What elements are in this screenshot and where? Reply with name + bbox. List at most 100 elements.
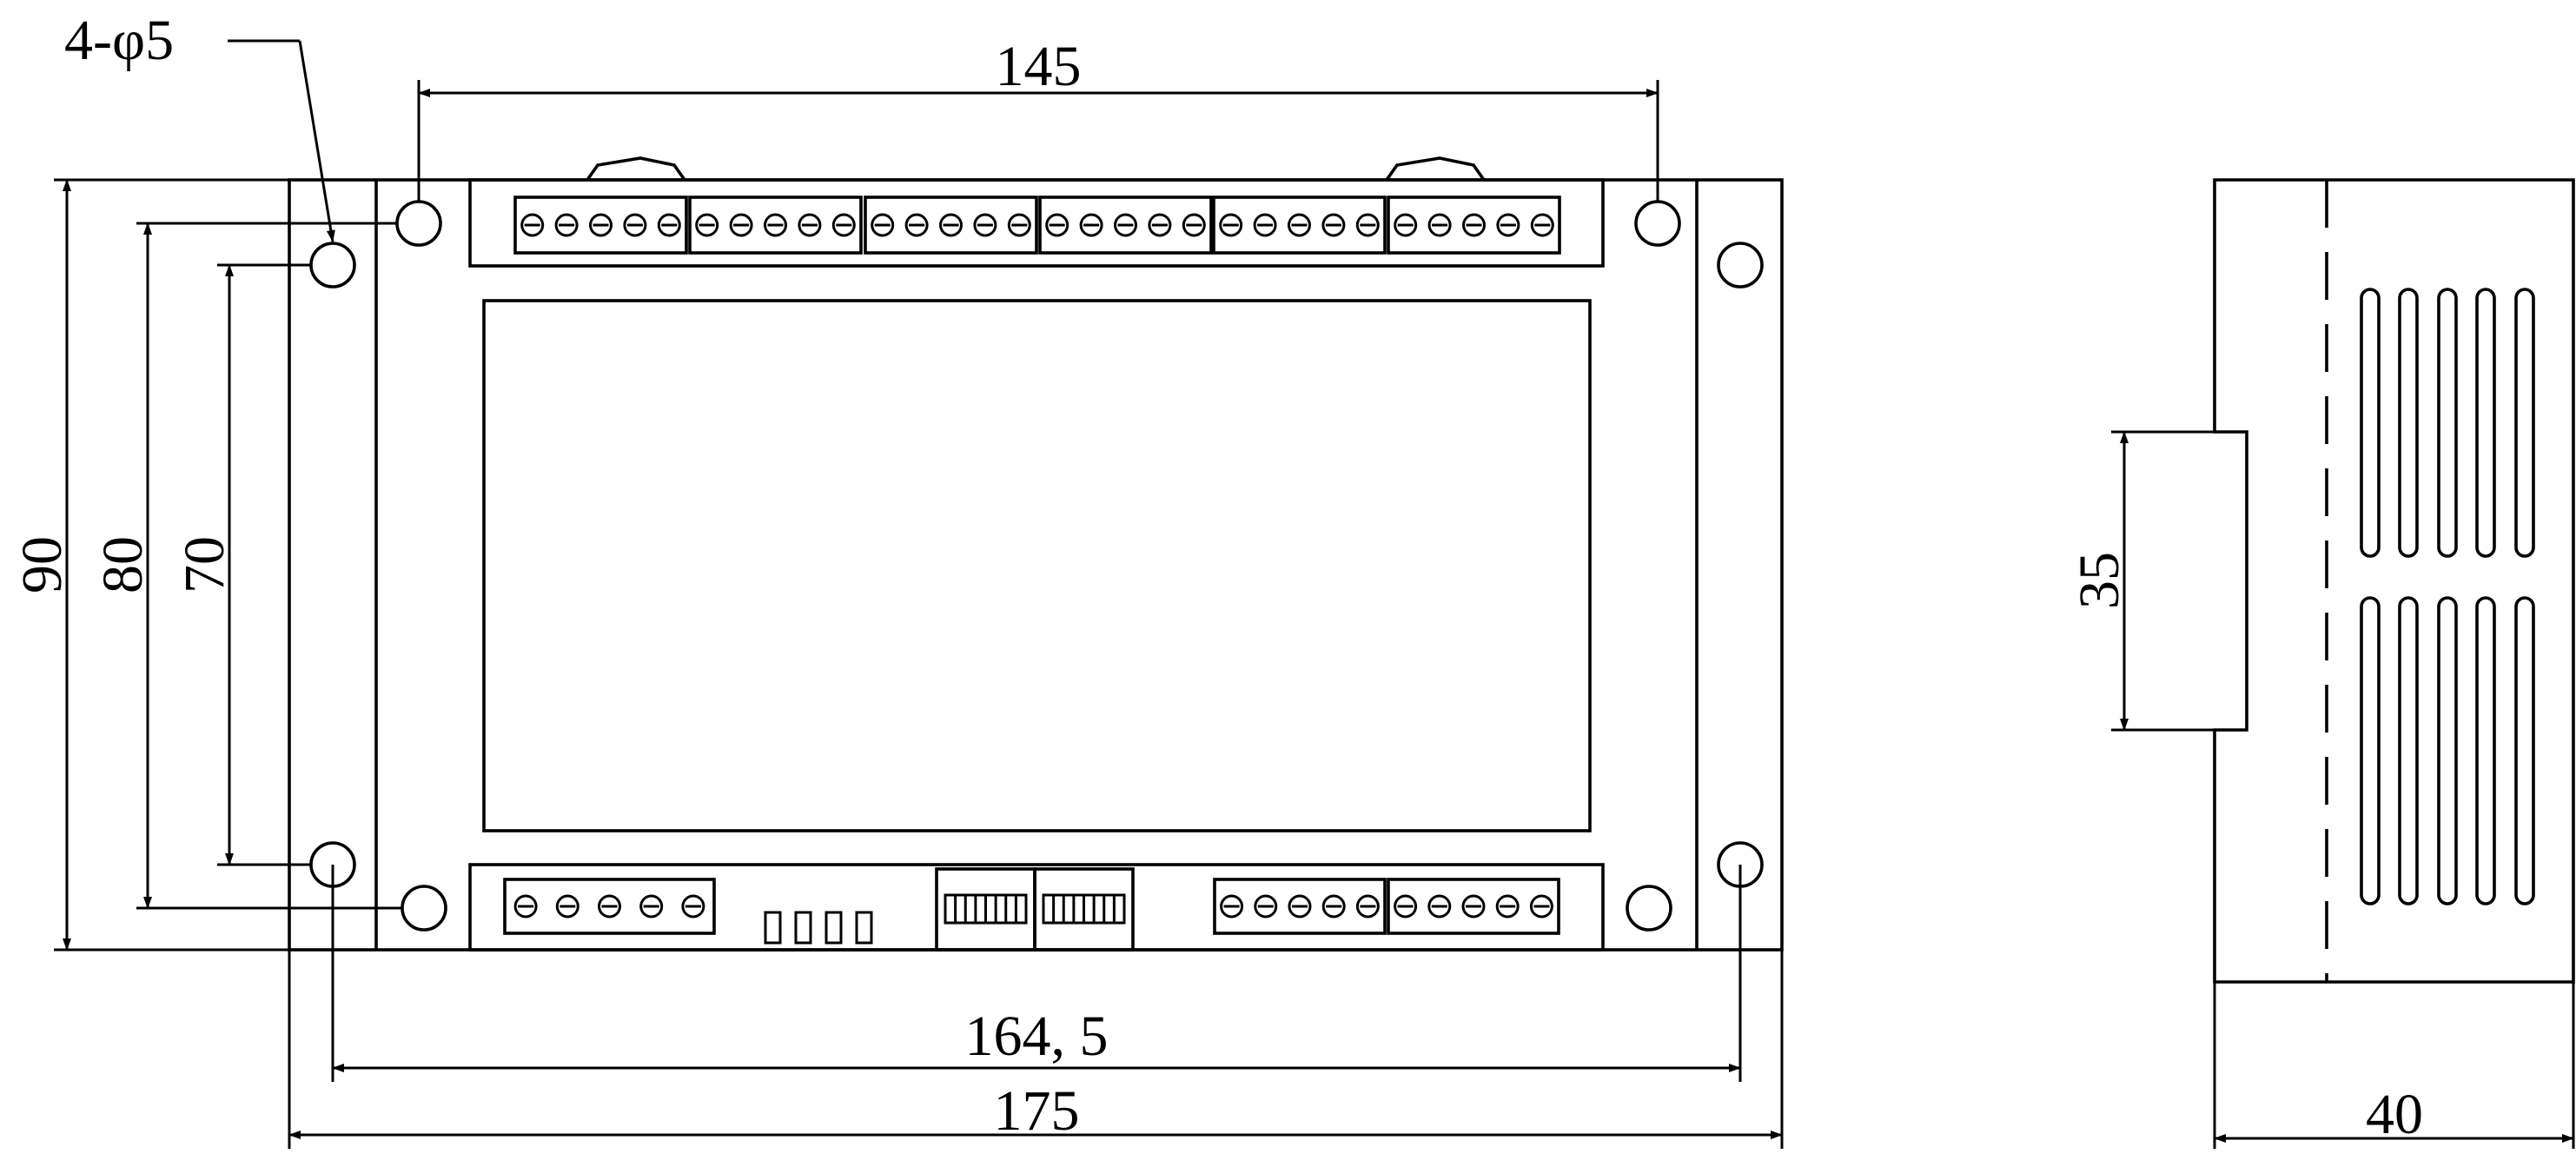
vent-slot (2514, 288, 2535, 558)
dip-switch-housing (1033, 867, 1135, 952)
top-terminal-blocks (513, 196, 1561, 255)
led-indicator (824, 911, 843, 945)
terminal-block (1212, 196, 1387, 255)
screw-terminal (1427, 894, 1452, 919)
screw-terminal (695, 213, 719, 237)
led-indicator (855, 911, 873, 945)
screw-terminal (764, 213, 787, 237)
vent-slot (2360, 288, 2381, 558)
screw-terminal (513, 894, 538, 919)
bottom-right-terminal-blocks (1213, 878, 1560, 935)
screw-terminal (1220, 894, 1244, 919)
dip-switches (935, 867, 1135, 952)
terminal-block (1387, 878, 1560, 935)
dim-164-5-label: 164, 5 (965, 1005, 1109, 1068)
screw-terminal (1355, 894, 1380, 919)
front-view (288, 156, 1784, 952)
vent-slot (2360, 596, 2381, 905)
terminal-block (688, 196, 863, 255)
led-indicators (764, 911, 873, 945)
vent-slot (2475, 288, 2496, 558)
vent-slots (2360, 288, 2535, 905)
terminal-block (864, 196, 1038, 255)
terminal-block (1213, 878, 1387, 935)
vent-slot (2398, 288, 2419, 558)
screw-terminal (623, 213, 647, 237)
dim-145-label: 145 (996, 35, 1082, 98)
screw-terminal (798, 213, 822, 237)
screw-terminal (871, 213, 895, 237)
screw-terminal (1427, 213, 1452, 237)
front-dimensions: 145 4-φ5 90 80 70 164, 5 175 (10, 9, 1784, 1149)
top-terminal-strip (468, 178, 1605, 268)
led-indicator (764, 911, 782, 945)
screw-terminal (555, 894, 579, 919)
hole-note-label: 4-φ5 (64, 9, 174, 72)
screw-terminal (1462, 213, 1486, 237)
screw-terminal (939, 213, 963, 237)
top-clip-left (586, 156, 686, 182)
screw-terminal (729, 213, 753, 237)
screw-terminal (1496, 213, 1520, 237)
mount-hole-top-left (309, 242, 356, 288)
led-indicator (794, 911, 812, 945)
screw-terminal (1288, 213, 1311, 237)
display-window (482, 299, 1592, 832)
dim-80-label: 80 (91, 536, 155, 594)
screw-terminal (1321, 894, 1346, 919)
screw-terminal (681, 894, 705, 919)
screw-terminal (1254, 894, 1278, 919)
screw-terminal (1394, 213, 1418, 237)
mount-hole-bottom-left-outer (401, 885, 447, 932)
terminal-block (1387, 196, 1561, 255)
dim-175-label: 175 (994, 1079, 1080, 1143)
terminal-block (503, 878, 716, 935)
screw-terminal (1321, 213, 1346, 237)
screw-terminal (1114, 213, 1137, 237)
vent-slot (2398, 596, 2419, 905)
screw-terminal (589, 213, 613, 237)
dim-70-label: 70 (173, 536, 236, 594)
screw-terminal (1079, 213, 1103, 237)
screw-terminal (639, 894, 664, 919)
screw-terminal (1355, 213, 1380, 237)
screw-terminal (657, 213, 681, 237)
bottom-left-terminal-block (503, 878, 716, 935)
screw-terminal (1045, 213, 1069, 237)
mount-hole-top-right (1717, 242, 1764, 288)
screw-terminal (1495, 894, 1520, 919)
screw-terminal (1182, 213, 1206, 237)
screw-terminal (554, 213, 579, 237)
hole-note-leader (298, 40, 335, 242)
screw-terminal (973, 213, 997, 237)
mount-hole-top-right-outer (1634, 200, 1681, 247)
terminal-block (1038, 196, 1213, 255)
screw-terminal (1288, 894, 1312, 919)
vent-slot (2475, 596, 2496, 905)
screw-terminal (1148, 213, 1172, 237)
screw-terminal (1007, 213, 1031, 237)
top-clip-right (1385, 156, 1486, 182)
dim-90-label: 90 (10, 536, 74, 594)
vent-slot (2514, 596, 2535, 905)
vent-slot (2437, 596, 2458, 905)
screw-terminal (1394, 894, 1418, 919)
side-outline (2213, 178, 2575, 984)
screw-terminal (1219, 213, 1243, 237)
side-view: 35 40 (2068, 178, 2575, 1149)
screw-terminal (1530, 213, 1554, 237)
terminal-block (513, 196, 688, 255)
screw-terminal (904, 213, 929, 237)
screw-terminal (831, 213, 856, 237)
dim-40-label: 40 (2366, 1083, 2423, 1146)
screw-terminal (1529, 894, 1553, 919)
vent-slot (2437, 288, 2458, 558)
screw-terminal (1461, 894, 1486, 919)
mount-hole-bottom-right-outer (1626, 885, 1672, 932)
enclosure-outline (288, 178, 1784, 952)
screw-terminal (598, 894, 621, 919)
mount-hole-top-left-outer (395, 200, 442, 247)
screw-terminal (1253, 213, 1277, 237)
dim-35-label: 35 (2068, 552, 2131, 609)
